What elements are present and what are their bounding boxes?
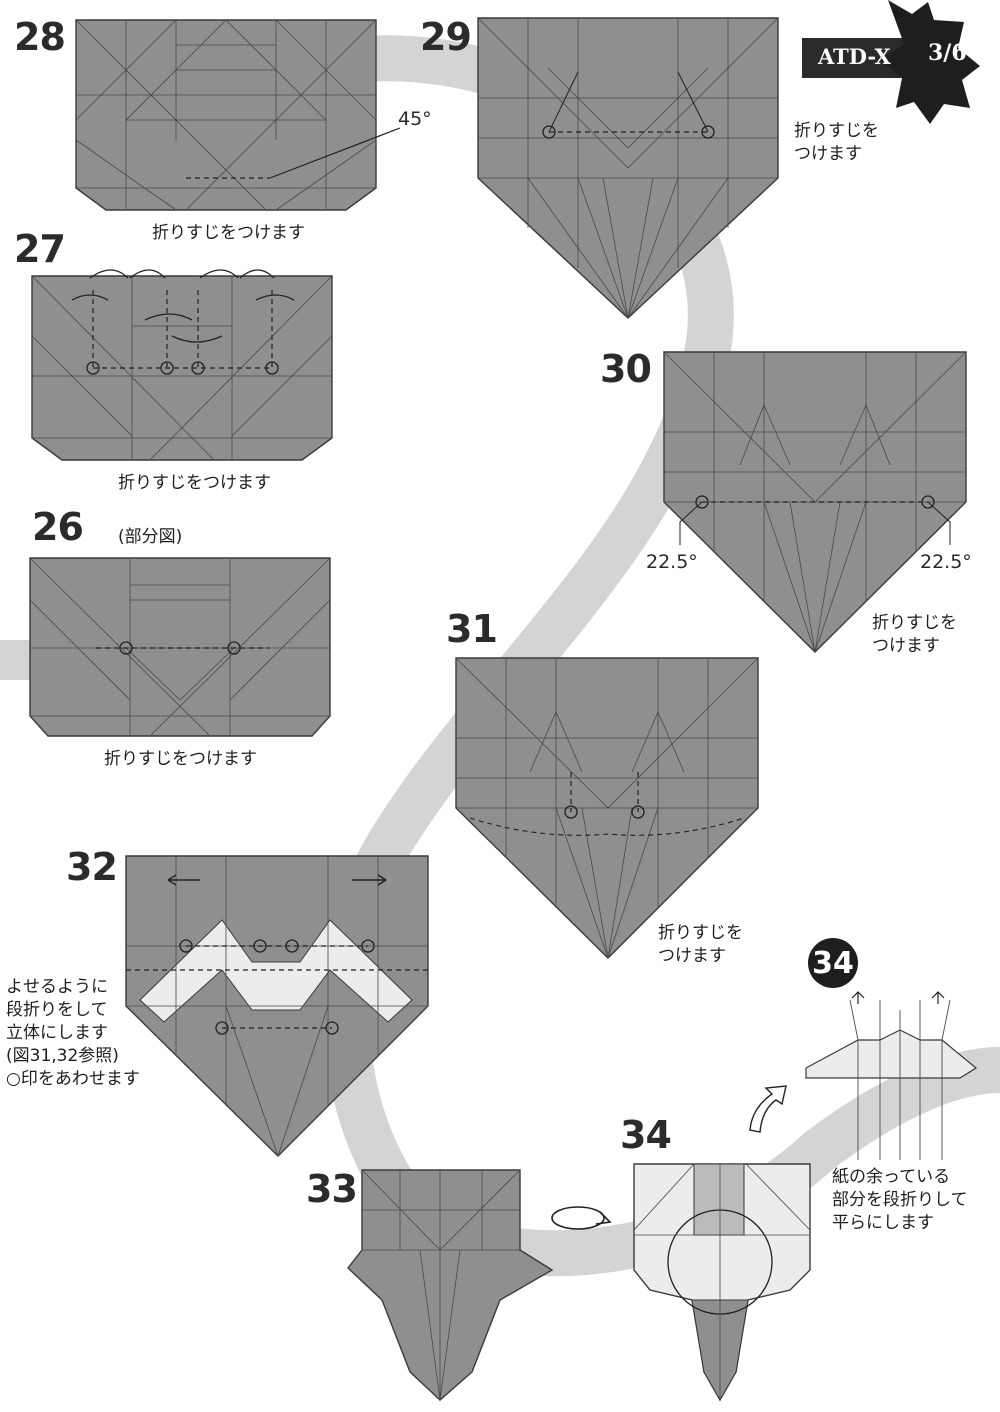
caption-line: 部分を段折りして [832,1189,968,1210]
caption-step-29: 折りすじを つけます [794,120,879,166]
caption-line: 平らにします [832,1212,934,1233]
step-number-28: 28 [14,15,66,59]
caption-step-26: 折りすじをつけます [104,749,257,769]
step-number-29: 29 [420,15,472,59]
step-number-26: 26 [32,505,84,549]
diagram-step-27 [31,269,333,461]
caption-line: つけます [794,143,862,164]
step-number-31: 31 [446,607,498,651]
header-title: ATD-X [818,44,891,69]
caption-step-27: 折りすじをつけます [118,473,271,493]
header-page-number: 3/6 [928,40,967,66]
caption-line: つけます [658,945,726,966]
caption-step-31: 折りすじを つけます [658,922,743,968]
diagram-step-29 [477,17,779,319]
diagram-step-26 [29,557,331,737]
caption-step-34-detail: 紙の余っている 部分を段折りして 平らにします [832,1166,968,1235]
angle-label-45: 45° [398,108,432,130]
caption-line: 立体にします [6,1022,108,1043]
caption-step-32: よせるように 段折りをして 立体にします (図31,32参照) ○印をあわせます [6,976,140,1091]
caption-line: 段折りをして [6,999,108,1020]
caption-line: ○印をあわせます [6,1068,140,1089]
note-step-26: (部分図) [118,527,183,547]
diagram-step-34 [633,1163,811,1402]
diagram-step-28 [75,19,401,211]
diagram-step-31 [455,657,759,959]
caption-line: 折りすじを [872,613,957,633]
caption-line: (図31,32参照) [6,1045,119,1066]
angle-label-right: 22.5° [920,551,972,573]
header-badge [802,0,980,124]
caption-line: よせるように [6,977,108,997]
step-number-33: 33 [306,1167,358,1211]
angle-label-left: 22.5° [646,551,698,573]
diagram-step-33 [347,1169,554,1401]
curved-arrow [749,1085,787,1133]
caption-line: 折りすじを [658,923,743,943]
step-number-34: 34 [620,1113,672,1157]
step-number-34-detail: 34 [808,938,858,988]
caption-line: つけます [872,635,940,656]
caption-line: 紙の余っている [832,1167,951,1187]
caption-step-30: 折りすじを つけます [872,612,957,658]
step-number-27: 27 [14,227,66,271]
turn-over-symbol [551,1206,612,1230]
step-number-32: 32 [66,845,118,889]
diagram-step-34-detail [805,991,978,1160]
step-number-30: 30 [600,347,652,391]
diagram-step-30 [663,351,967,653]
caption-line: 折りすじを [794,121,879,141]
diagram-step-32 [125,855,429,1157]
caption-step-28: 折りすじをつけます [152,223,305,243]
